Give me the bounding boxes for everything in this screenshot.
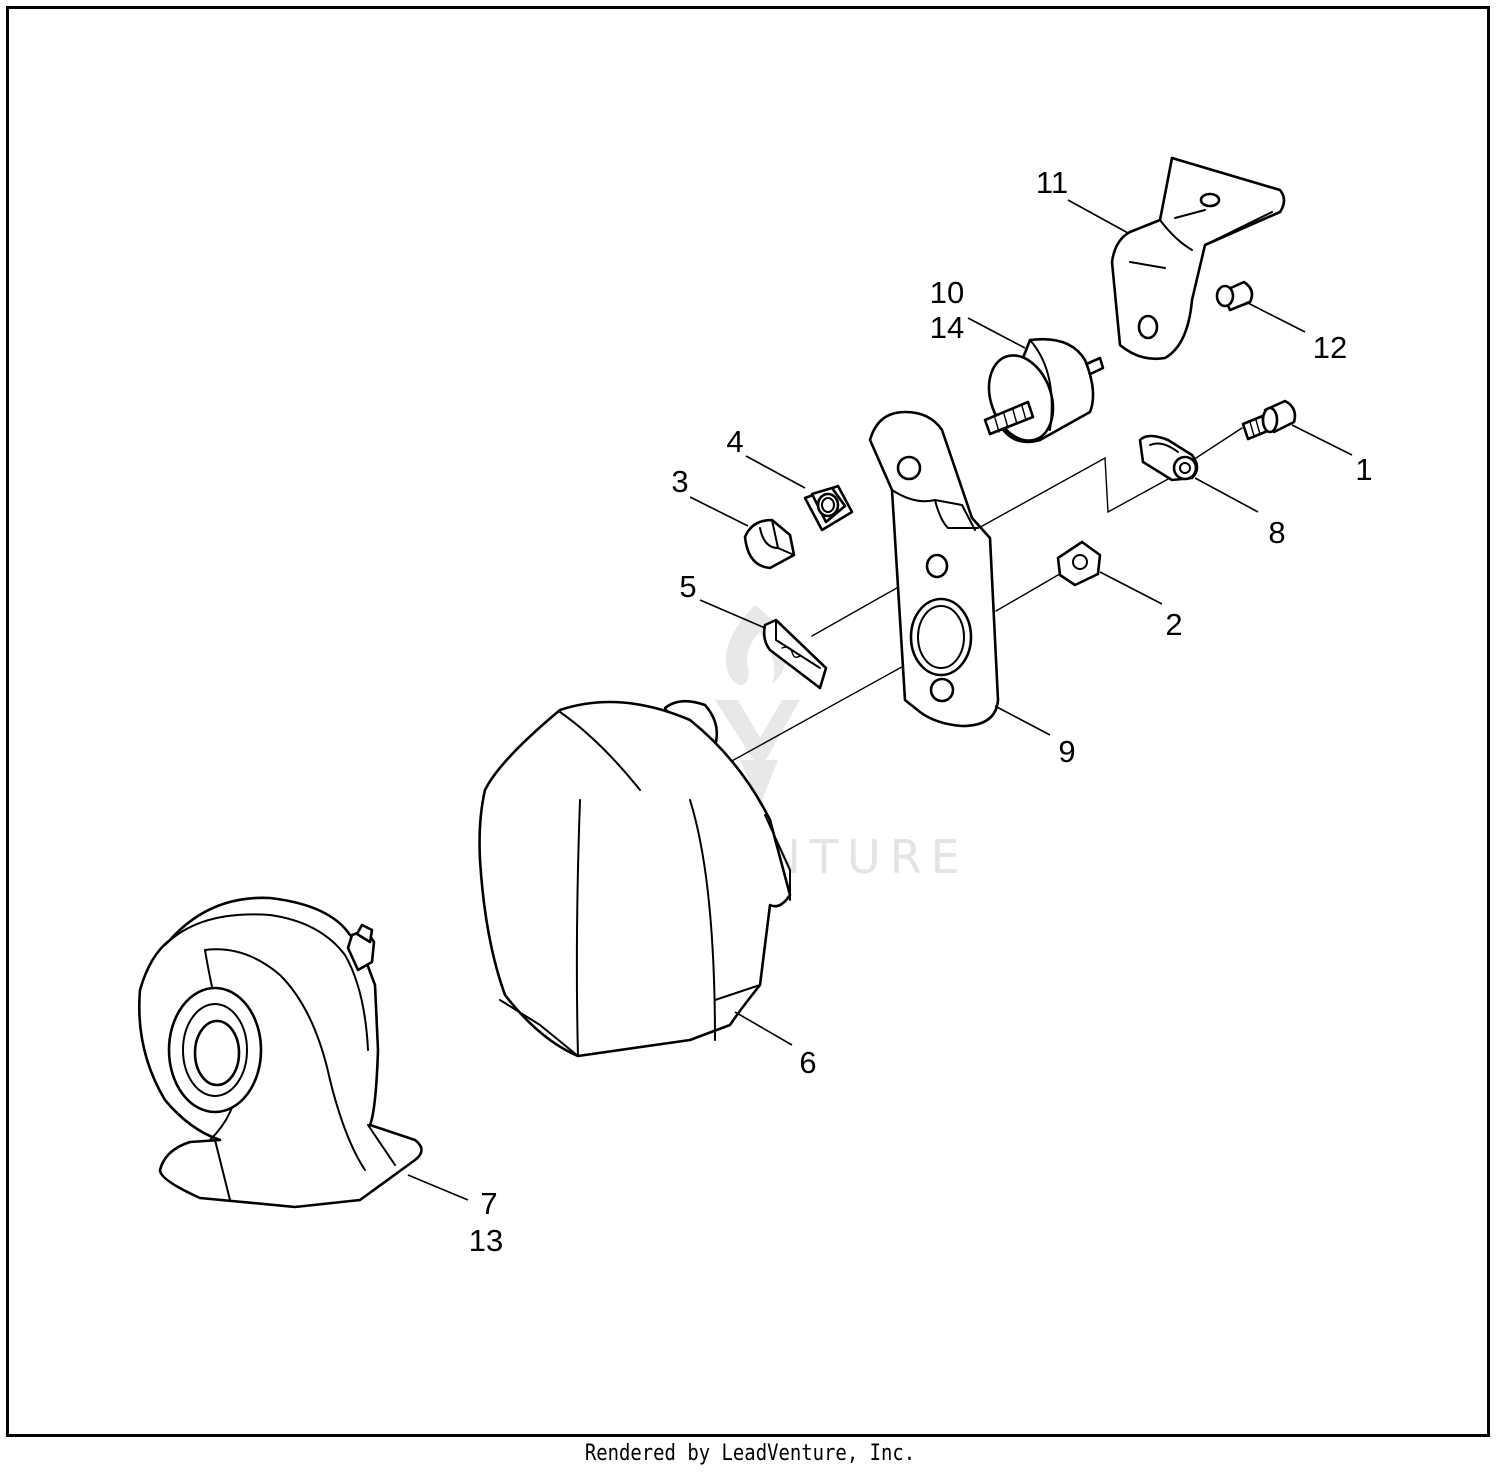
callout-6: 6: [799, 1045, 816, 1080]
part-11-upper-bracket: [1110, 156, 1286, 360]
part-8-clip: [1138, 434, 1199, 482]
callout-12: 12: [1313, 330, 1347, 365]
footer-credit: Rendered by LeadVenture, Inc.: [584, 1441, 916, 1466]
part-5-speed-clip: [762, 618, 828, 690]
part-1-screw: [1241, 399, 1297, 441]
part-12-plug: [1215, 280, 1254, 312]
part-9-mounting-plate: [868, 410, 1000, 728]
callout-3: 3: [671, 464, 688, 499]
part-2-washer-nut: [1056, 540, 1102, 587]
callout-13: 13: [469, 1223, 503, 1258]
callout-7: 7: [480, 1186, 497, 1221]
part-10-rubber-mount: [983, 337, 1105, 444]
callout-10: 10: [930, 275, 964, 310]
callout-9: 9: [1058, 734, 1075, 769]
callout-14: 14: [930, 310, 964, 345]
callout-1: 1: [1355, 452, 1372, 487]
part-7-snail-horn: [138, 896, 423, 1209]
callout-11: 11: [1036, 165, 1068, 200]
part-4-flange-nut: [803, 484, 854, 532]
callouts: 1 2 3 4 5 6 7 8 9 10 11 12 13 14: [469, 165, 1373, 1258]
callout-leaders: [407, 199, 1353, 1201]
callout-4: 4: [726, 424, 743, 459]
callout-5: 5: [679, 569, 696, 604]
part-6-horn-cover: [478, 699, 792, 1058]
callout-8: 8: [1268, 515, 1285, 550]
part-3-acorn-nut: [743, 518, 796, 570]
callout-2: 2: [1165, 607, 1182, 642]
